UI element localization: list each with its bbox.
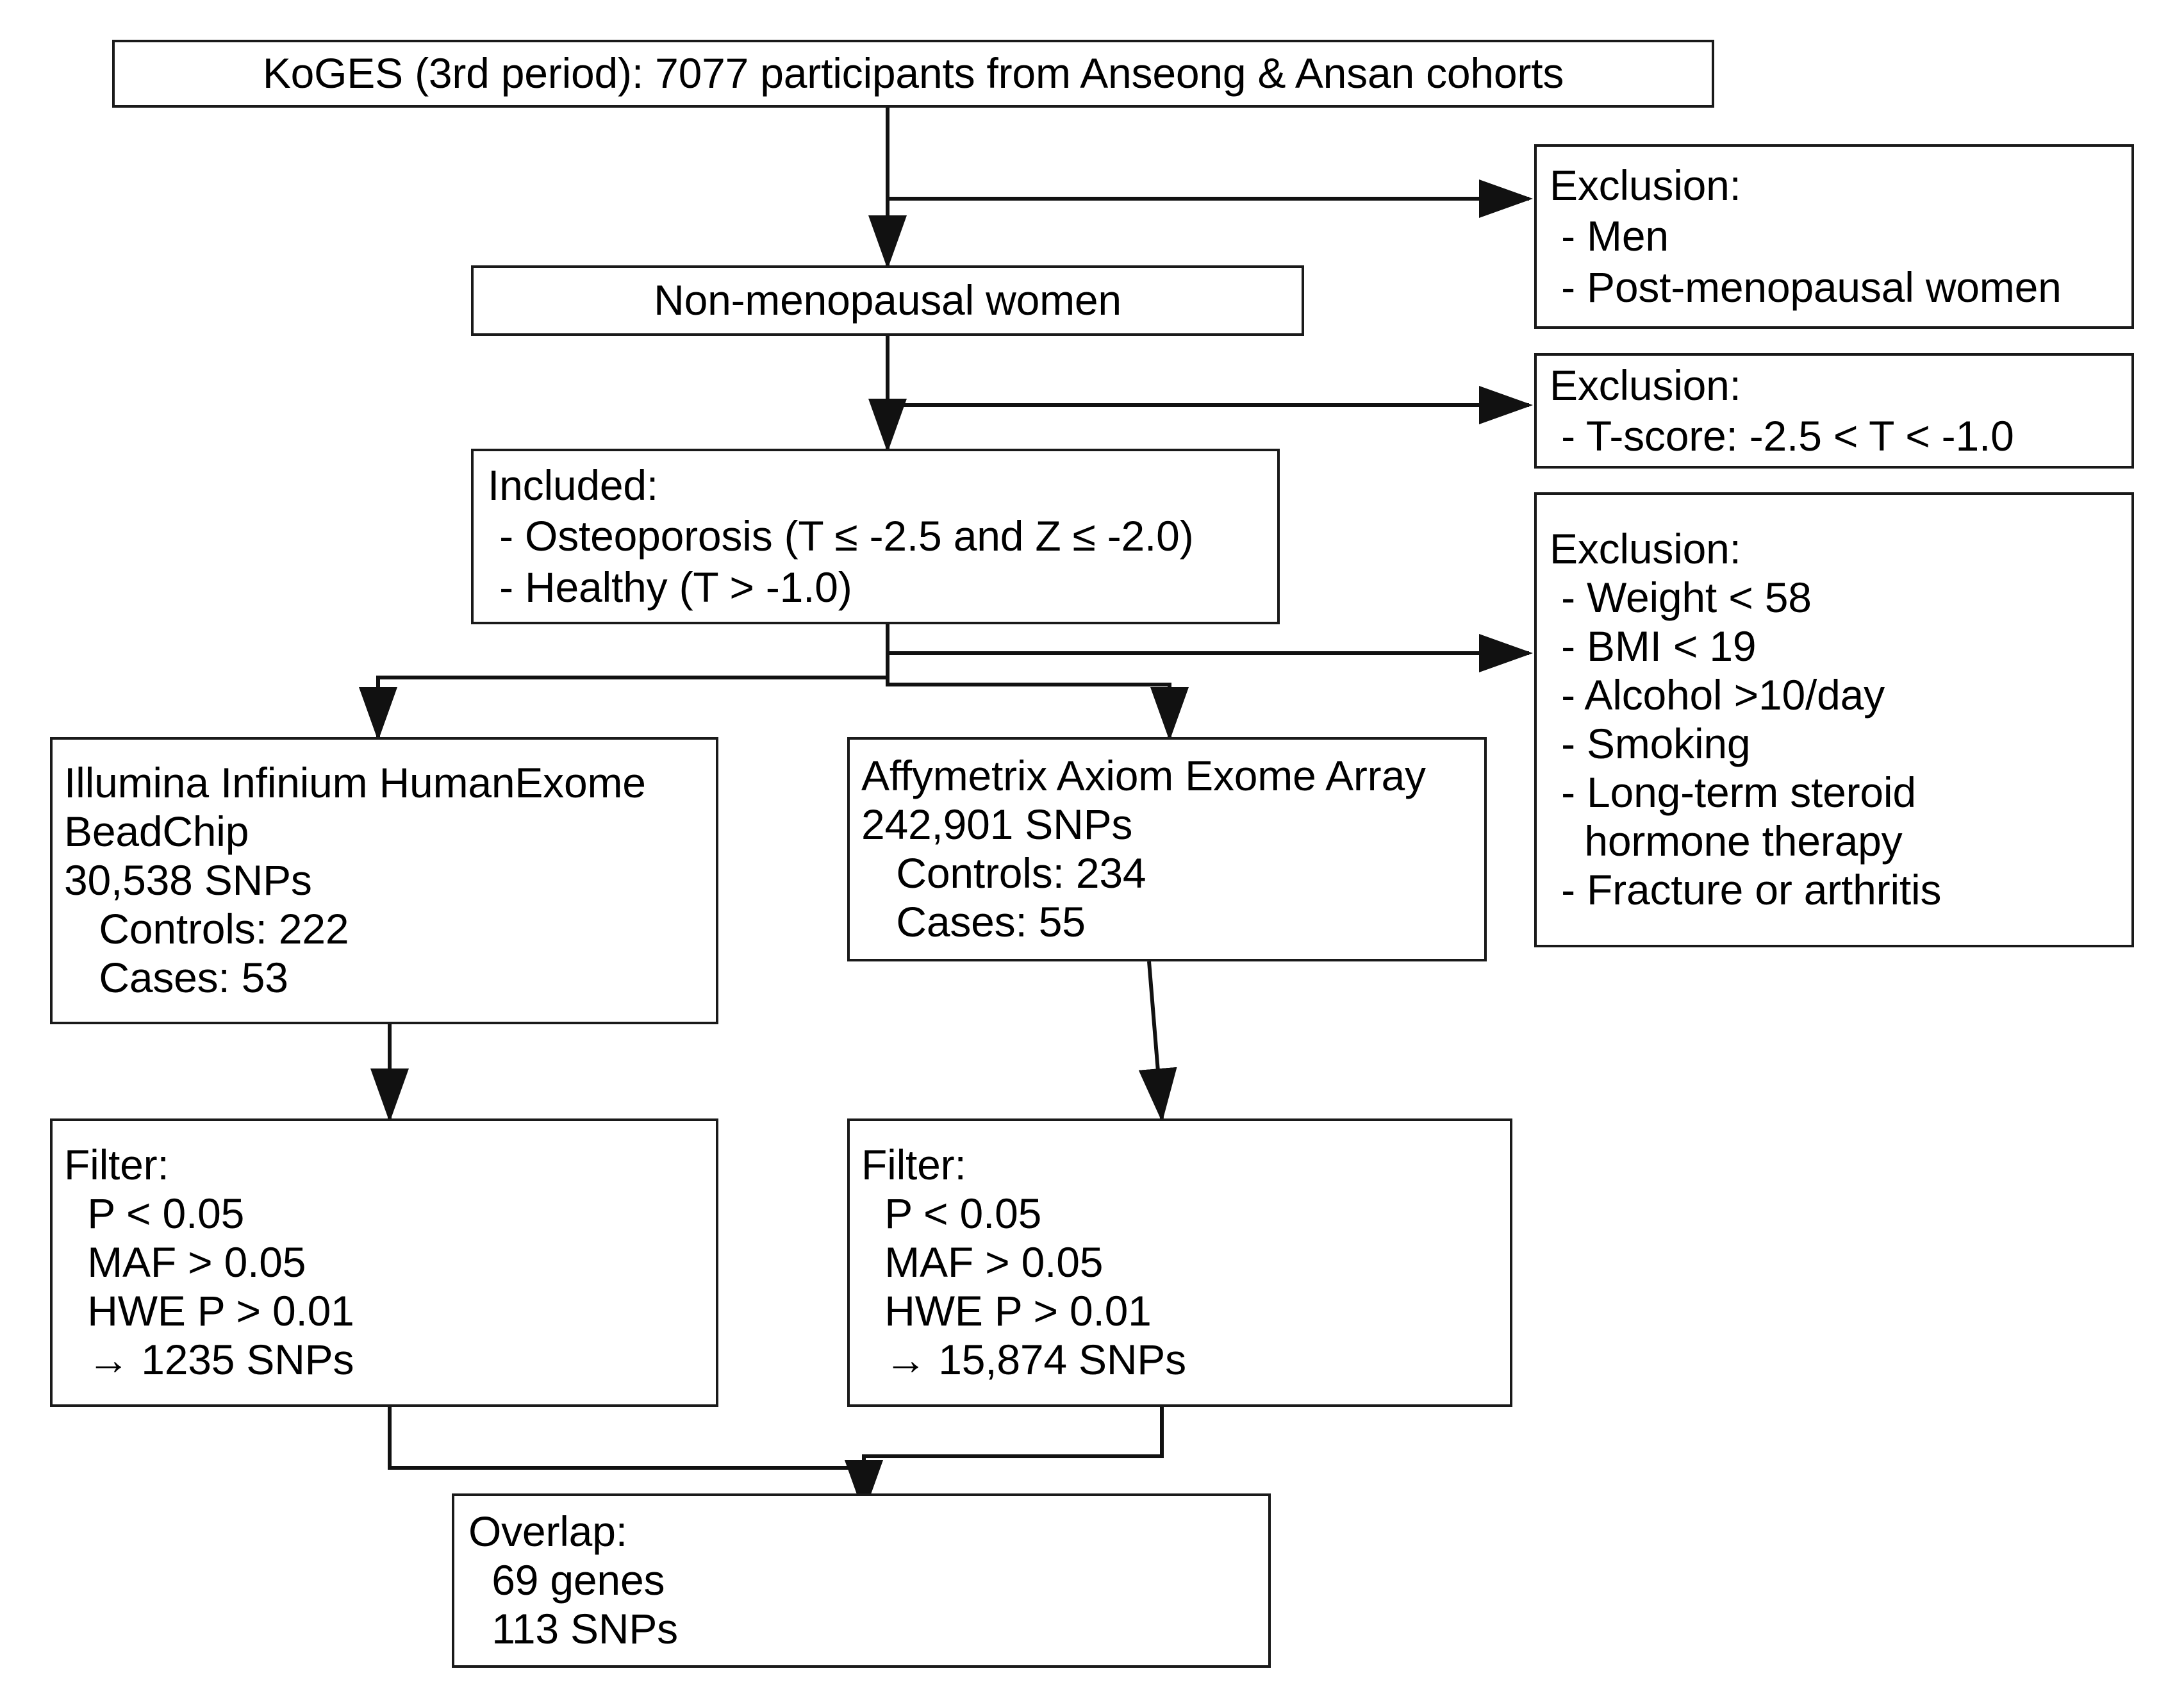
included-line-0: Included: — [488, 461, 659, 510]
filter-right-line-3: HWE P > 0.01 — [861, 1286, 1152, 1334]
exclusion-clinical-line-0: Exclusion: — [1550, 525, 1741, 573]
affymetrix-line-3: Cases: 55 — [861, 897, 1086, 945]
illumina-line-2: 30,538 SNPs — [64, 856, 312, 904]
exclusion-clinical-box: Exclusion: - Weight < 58 - BMI < 19 - Al… — [1534, 492, 2134, 947]
filter-left-line-4: → 1235 SNPs — [64, 1335, 354, 1383]
illumina-line-1: BeadChip — [64, 808, 249, 856]
filter-left-line-3: HWE P > 0.01 — [64, 1286, 354, 1334]
exclusion-sex-line-2: - Post-menopausal women — [1550, 263, 2062, 311]
filter-right-line-4: → 15,874 SNPs — [861, 1335, 1186, 1383]
exclusion-clinical-line-7: - Fracture or arthritis — [1550, 865, 1942, 913]
exclusion-clinical-line-6: hormone therapy — [1550, 817, 1903, 865]
filter-right-line-0: Filter: — [861, 1141, 966, 1189]
exclusion-clinical-line-3: - Alcohol >10/day — [1550, 671, 1885, 719]
filter-affymetrix-box: Filter: P < 0.05 MAF > 0.05 HWE P > 0.01… — [847, 1118, 1512, 1407]
koges-source-box: KoGES (3rd period): 7077 participants fr… — [112, 40, 1714, 108]
illumina-line-4: Cases: 53 — [64, 953, 288, 1001]
connector-merge-right — [862, 1407, 1164, 1468]
filter-left-line-2: MAF > 0.05 — [64, 1238, 306, 1286]
included-line-1: - Osteoporosis (T ≤ -2.5 and Z ≤ -2.0) — [488, 512, 1194, 560]
illumina-platform-box: Illumina Infinium HumanExome BeadChip 30… — [50, 737, 718, 1024]
exclusion-tscore-line-1: - T-score: -2.5 < T < -1.0 — [1550, 412, 2014, 460]
non-menopausal-line-0: Non-menopausal women — [654, 276, 1121, 324]
overlap-line-2: 113 SNPs — [468, 1604, 678, 1652]
illumina-line-3: Controls: 222 — [64, 904, 349, 952]
koges-source-line-0: KoGES (3rd period): 7077 participants fr… — [262, 49, 1564, 97]
overlap-result-box: Overlap: 69 genes 113 SNPs — [452, 1493, 1271, 1668]
filter-right-line-1: P < 0.05 — [861, 1190, 1042, 1238]
exclusion-clinical-line-2: - BMI < 19 — [1550, 622, 1757, 670]
filter-left-line-0: Filter: — [64, 1141, 169, 1189]
affymetrix-line-1: 242,901 SNPs — [861, 801, 1133, 849]
exclusion-clinical-line-5: - Long-term steroid — [1550, 768, 1916, 816]
exclusion-clinical-line-4: - Smoking — [1550, 720, 1751, 767]
connector-affymetrix-to-filter — [1138, 961, 1177, 1122]
overlap-line-0: Overlap: — [468, 1508, 627, 1556]
included-box: Included: - Osteoporosis (T ≤ -2.5 and Z… — [471, 449, 1280, 624]
connector-merge-left — [388, 1407, 864, 1470]
non-menopausal-box: Non-menopausal women — [471, 265, 1304, 336]
connector-split-left — [359, 676, 888, 741]
connector-split-right — [886, 678, 1189, 741]
exclusion-sex-line-1: - Men — [1550, 212, 1669, 260]
filter-illumina-box: Filter: P < 0.05 MAF > 0.05 HWE P > 0.01… — [50, 1118, 718, 1407]
filter-left-line-1: P < 0.05 — [64, 1190, 245, 1238]
exclusion-clinical-line-1: - Weight < 58 — [1550, 574, 1812, 622]
exclusion-tscore-line-0: Exclusion: — [1550, 361, 1741, 409]
illumina-line-0: Illumina Infinium HumanExome — [64, 759, 646, 807]
overlap-line-1: 69 genes — [468, 1556, 665, 1604]
affymetrix-platform-box: Affymetrix Axiom Exome Array 242,901 SNP… — [847, 737, 1487, 961]
affymetrix-line-2: Controls: 234 — [861, 849, 1146, 897]
exclusion-tscore-box: Exclusion: - T-score: -2.5 < T < -1.0 — [1534, 353, 2134, 469]
filter-right-line-2: MAF > 0.05 — [861, 1238, 1104, 1286]
exclusion-sex-box: Exclusion: - Men - Post-menopausal women — [1534, 144, 2134, 329]
included-line-2: - Healthy (T > -1.0) — [488, 563, 852, 611]
affymetrix-line-0: Affymetrix Axiom Exome Array — [861, 752, 1426, 800]
exclusion-sex-line-0: Exclusion: — [1550, 162, 1741, 210]
